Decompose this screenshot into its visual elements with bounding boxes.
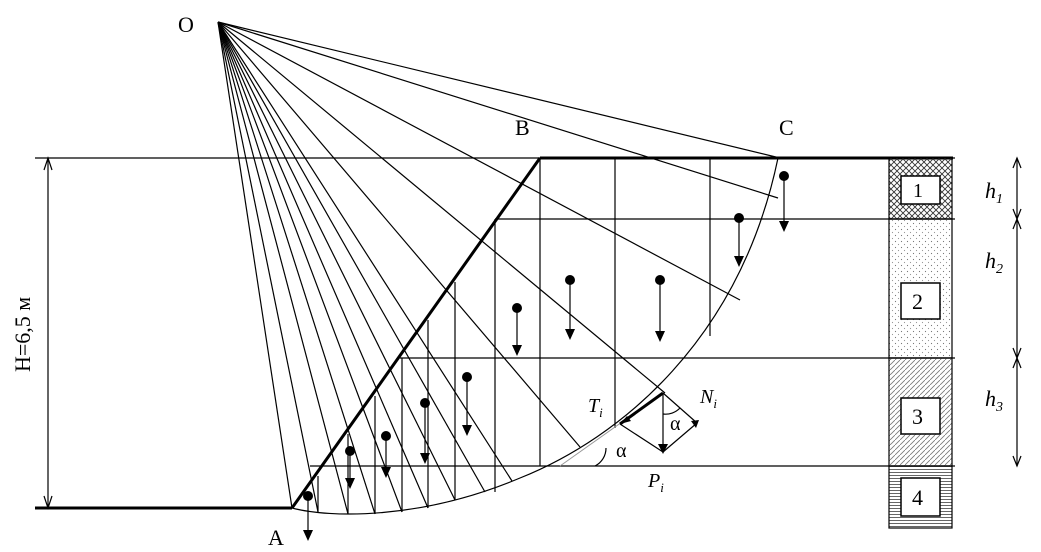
slice-weights bbox=[303, 171, 789, 541]
slip-surface-arc bbox=[291, 157, 779, 515]
weight-arrow bbox=[565, 275, 575, 340]
slope-face-line bbox=[290, 157, 542, 509]
weight-arrow bbox=[462, 372, 472, 436]
soil-column bbox=[888, 157, 953, 529]
weight-arrow bbox=[420, 398, 430, 464]
force-p-label: Pi bbox=[647, 470, 664, 495]
angle-arc-1 bbox=[594, 447, 607, 467]
layer-1-number: 1 bbox=[913, 180, 923, 202]
layer-3-number: 3 bbox=[912, 404, 923, 429]
weight-arrow bbox=[381, 431, 391, 478]
point-c-label: C bbox=[779, 115, 794, 140]
point-b-label: B bbox=[515, 115, 530, 140]
layer-2-number: 2 bbox=[912, 289, 923, 314]
slope-profile bbox=[35, 156, 953, 510]
height-label: H=6,5 м bbox=[10, 297, 35, 372]
force-t-label: Ti bbox=[588, 395, 603, 420]
angle-alpha-label-1: α bbox=[616, 440, 627, 462]
weight-arrow bbox=[779, 171, 789, 232]
layer-2-thickness-label: h2 bbox=[985, 248, 1003, 277]
weight-arrow bbox=[303, 491, 313, 541]
weight-arrow bbox=[512, 303, 522, 356]
force-n-label: Ni bbox=[699, 386, 717, 411]
layer-4-number: 4 bbox=[912, 485, 923, 510]
weight-arrow bbox=[345, 446, 355, 489]
point-a-label: A bbox=[268, 525, 284, 550]
height-dimension bbox=[43, 156, 53, 510]
angle-alpha-label-2: α bbox=[670, 413, 681, 435]
radial-lines bbox=[217, 21, 781, 515]
force-decomposition bbox=[559, 391, 699, 467]
thickness-dimensions bbox=[1012, 156, 1022, 468]
slice-lines bbox=[317, 158, 711, 514]
layer-3-thickness-label: h3 bbox=[985, 386, 1003, 415]
normal-force-arrow bbox=[662, 422, 698, 453]
point-o-label: O bbox=[178, 12, 194, 37]
layer-1-thickness-label: h1 bbox=[985, 178, 1003, 207]
weight-arrow bbox=[734, 213, 744, 267]
angle-arc-2 bbox=[662, 407, 681, 415]
weight-arrow bbox=[655, 275, 665, 342]
